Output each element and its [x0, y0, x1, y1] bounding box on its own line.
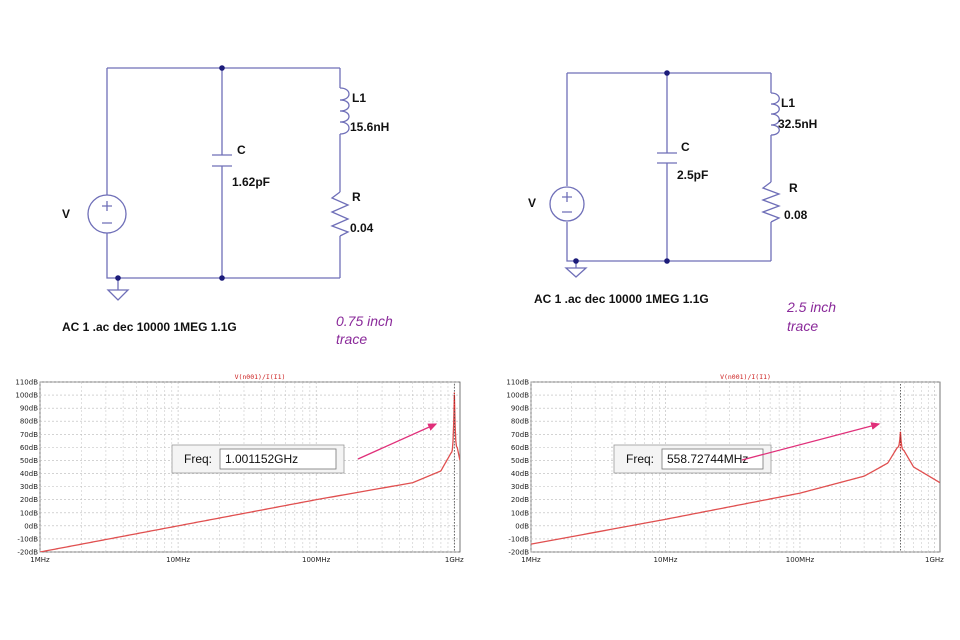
y-tick-label: 80dB: [511, 418, 529, 426]
circuit-2-wires: [566, 72, 772, 268]
y-tick-label: -10dB: [508, 535, 529, 543]
source-label: V: [528, 196, 536, 210]
y-tick-label: 20dB: [20, 496, 38, 504]
freq-value-field: [661, 448, 764, 470]
resistor-icon: [330, 191, 350, 237]
y-tick-label: 10dB: [511, 509, 529, 517]
inductor-label: L1: [352, 91, 366, 105]
freq-label: Freq:: [626, 452, 654, 466]
source-label: V: [62, 207, 70, 221]
freq-value: 558.72744MHz: [667, 452, 748, 466]
x-tick-label: 10MHz: [654, 556, 678, 564]
inductor-icon: [770, 92, 780, 136]
y-tick-label: 70dB: [20, 431, 38, 439]
y-tick-label: 50dB: [20, 457, 38, 465]
circuit-1-node: [115, 275, 121, 281]
resistor-value: 0.04: [350, 221, 374, 235]
y-tick-label: 60dB: [511, 444, 529, 452]
freq-value-field: [219, 448, 337, 470]
x-tick-label: 10MHz: [166, 556, 190, 564]
simulation-command: AC 1 .ac dec 10000 1MEG 1.1G: [534, 292, 709, 306]
y-tick-label: 80dB: [20, 418, 38, 426]
y-tick-label: 100dB: [15, 392, 38, 400]
bode-plot-2: 110dB 100dB 90dB 80dB 70dB 60dB 50dB 40dB 30dB 20…: [506, 373, 944, 564]
y-tick-label: 100dB: [506, 392, 529, 400]
magnitude-curve: [40, 395, 460, 552]
inductor-value: 32.5nH: [778, 117, 817, 131]
y-tick-label: 30dB: [511, 483, 529, 491]
y-tick-label: 40dB: [20, 470, 38, 478]
capacitor-icon: [657, 152, 677, 164]
simulation-command: AC 1 .ac dec 10000 1MEG 1.1G: [62, 320, 237, 334]
x-tick-label: 1MHz: [30, 556, 50, 564]
circuit-2-node: [664, 258, 670, 264]
resistor-label: R: [352, 190, 361, 204]
pointer-arrow: [357, 423, 438, 460]
trace-note-line1: 0.75 inch: [336, 313, 393, 329]
resistor-label: R: [789, 181, 798, 195]
trace-note-line1: 2.5 inch: [786, 299, 836, 315]
ground-icon: [564, 267, 588, 278]
resistor-icon: [761, 181, 781, 223]
y-tick-label: 70dB: [511, 431, 529, 439]
y-tick-label: 40dB: [511, 470, 529, 478]
x-tick-label: 1GHz: [445, 556, 464, 564]
inductor-icon: [339, 87, 350, 135]
y-tick-label: -20dB: [508, 549, 529, 557]
capacitor-value: 1.62pF: [232, 175, 270, 189]
resistor-value: 0.08: [784, 208, 808, 222]
circuit-1-node: [219, 65, 225, 71]
x-tick-label: 1MHz: [521, 556, 541, 564]
trace-note-line2: trace: [336, 331, 367, 347]
x-tick-label: 100MHz: [786, 556, 815, 564]
voltage-source-icon: [549, 186, 585, 222]
y-tick-label: 50dB: [511, 457, 529, 465]
y-tick-label: 90dB: [511, 405, 529, 413]
circuit-2: V C 2.5pF L1 32.5nH R 0.08 AC 1 .ac dec …: [528, 70, 836, 334]
voltage-source-icon: [87, 194, 127, 234]
x-tick-label: 100MHz: [302, 556, 331, 564]
capacitor-icon: [212, 154, 232, 167]
x-tick-label: 1GHz: [925, 556, 944, 564]
y-tick-label: 110dB: [506, 379, 529, 387]
trace-note-line2: trace: [787, 318, 818, 334]
y-tick-label: 0dB: [515, 522, 529, 530]
y-tick-label: 60dB: [20, 444, 38, 452]
ground-icon: [106, 289, 130, 301]
y-tick-label: -20dB: [17, 549, 38, 557]
inductor-value: 15.6nH: [350, 120, 389, 134]
freq-value: 1.001152GHz: [225, 452, 298, 466]
trace-title: V(n001)/I(I1): [720, 373, 771, 381]
capacitor-label: C: [237, 143, 246, 157]
pointer-arrow: [741, 422, 881, 461]
circuit-2-node: [664, 70, 670, 76]
inductor-label: L1: [781, 96, 795, 110]
circuit-1-wires: [106, 67, 341, 290]
bode-plot-1: 110dB 100dB 90dB 80dB 70dB 60dB 50dB 40dB 30dB 20…: [15, 373, 464, 564]
trace-title: V(n001)/I(I1): [235, 373, 286, 381]
y-tick-label: 20dB: [511, 496, 529, 504]
y-tick-label: 30dB: [20, 483, 38, 491]
y-tick-label: -10dB: [17, 535, 38, 543]
y-tick-label: 0dB: [24, 522, 38, 530]
freq-label: Freq:: [184, 452, 212, 466]
capacitor-label: C: [681, 140, 690, 154]
circuit-1-node: [219, 275, 225, 281]
circuit-1: V C 1.62pF L1 15.6nH R 0.04 AC 1 .ac dec…: [62, 65, 393, 347]
circuit-2-node: [573, 258, 579, 264]
y-tick-label: 90dB: [20, 405, 38, 413]
magnitude-curve: [531, 432, 940, 545]
capacitor-value: 2.5pF: [677, 168, 708, 182]
y-tick-label: 10dB: [20, 509, 38, 517]
y-tick-label: 110dB: [15, 379, 38, 387]
